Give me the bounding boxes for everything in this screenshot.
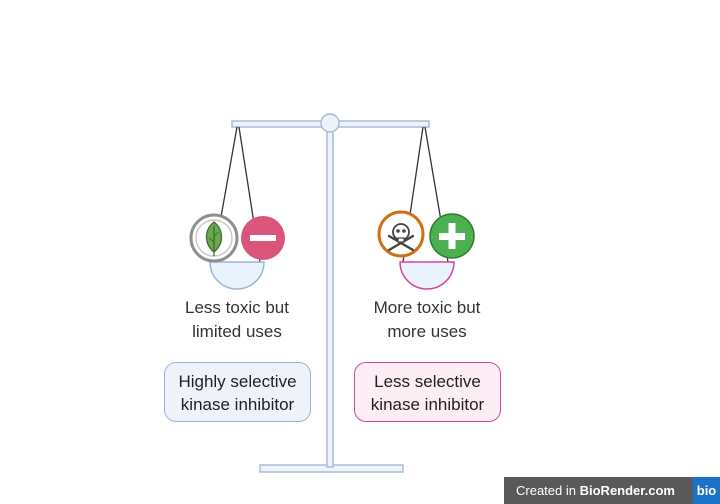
biorender-logo[interactable]: bio <box>693 477 720 504</box>
plus-icon <box>429 213 475 259</box>
left-box-line1: Highly selective <box>178 372 297 391</box>
right-box-line2: kinase inhibitor <box>370 395 485 414</box>
left-pan-caption: Less toxic but limited uses <box>152 296 322 344</box>
footer-prefix: Created in <box>516 483 576 498</box>
highly-selective-box: Highly selective kinase inhibitor <box>164 362 311 422</box>
less-selective-box: Less selective kinase inhibitor <box>354 362 501 422</box>
scale-pole <box>326 127 334 468</box>
right-caption-line2: more uses <box>387 322 467 341</box>
right-box-line1: Less selective <box>374 372 481 391</box>
left-caption-line1: Less toxic but <box>185 298 289 317</box>
footer-brand: BioRender.com <box>579 483 675 498</box>
left-pan-bowl <box>209 261 265 290</box>
right-pan-caption: More toxic but more uses <box>342 296 512 344</box>
minus-icon <box>241 216 285 260</box>
footer-text[interactable]: Created in BioRender.com <box>516 483 675 498</box>
leaf-icon <box>189 213 239 263</box>
scale-pivot <box>320 113 340 133</box>
left-caption-line2: limited uses <box>192 322 282 341</box>
skull-crossbones-icon <box>377 210 425 258</box>
biorender-footer[interactable]: Created in BioRender.com bio <box>504 477 720 504</box>
right-caption-line1: More toxic but <box>373 298 481 317</box>
left-box-line2: kinase inhibitor <box>180 395 295 414</box>
right-pan-bowl <box>399 261 455 290</box>
